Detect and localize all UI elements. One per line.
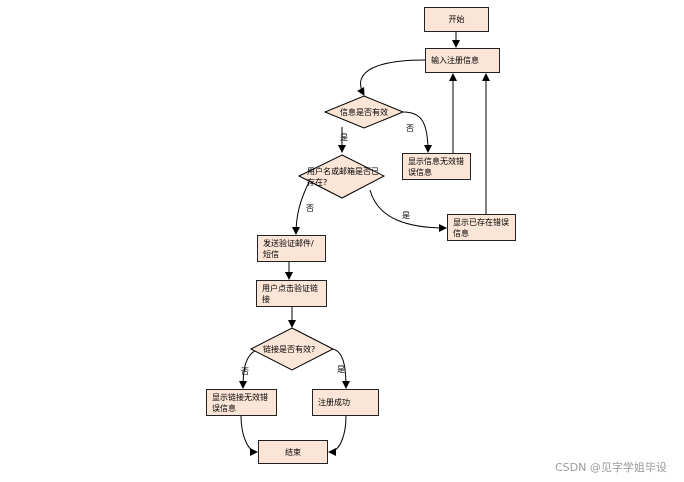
link-yes-label: 是 — [337, 365, 345, 374]
arrow-valid-no — [402, 111, 432, 153]
exists-check-label: 用户名或邮箱是否已存在? — [307, 167, 379, 187]
arrow-exists-yes — [369, 189, 447, 232]
end-node: 结束 — [258, 440, 328, 464]
exists-no-label: 否 — [306, 204, 314, 213]
end-label: 结束 — [285, 447, 301, 457]
arrow-input-to-valid-check — [357, 59, 426, 96]
show-exists-label: 显示已存在错误信息 — [453, 217, 509, 238]
decision-valid-shape — [323, 95, 405, 129]
send-verify-label: 发送验证邮件/短信 — [263, 238, 314, 259]
valid-check-label: 信息是否有效 — [340, 108, 388, 117]
valid-no-label: 否 — [406, 124, 414, 133]
link-no-label: 否 — [241, 367, 249, 376]
show-link-invalid-node: 显示链接无效错误信息 — [206, 389, 277, 416]
show-link-invalid-label: 显示链接无效错误信息 — [212, 392, 268, 413]
arrow-link-yes — [332, 348, 350, 389]
link-check-label: 链接是否有效? — [263, 345, 316, 354]
input-node: 输入注册信息 — [425, 48, 500, 73]
success-node: 注册成功 — [312, 389, 379, 416]
show-invalid-node: 显示信息无效错误信息 — [402, 153, 471, 180]
decision-exists-shape — [297, 154, 386, 199]
send-verify-node: 发送验证邮件/短信 — [257, 235, 326, 262]
show-invalid-label: 显示信息无效错误信息 — [408, 156, 464, 177]
arrow-exists-no — [292, 179, 311, 235]
show-exists-node: 显示已存在错误信息 — [447, 214, 516, 241]
arrow-invalid-to-end — [240, 415, 258, 456]
start-node: 开始 — [424, 7, 489, 32]
watermark: CSDN @见字学姐毕设 — [555, 461, 667, 474]
arrow-success-to-end — [328, 415, 347, 456]
input-label: 输入注册信息 — [431, 56, 479, 65]
click-link-node: 用户点击验证链接 — [256, 280, 327, 307]
click-link-label: 用户点击验证链接 — [262, 283, 318, 304]
success-label: 注册成功 — [318, 398, 350, 407]
exists-yes-label: 是 — [402, 211, 410, 220]
decision-link-shape — [249, 327, 335, 371]
start-label: 开始 — [448, 15, 465, 24]
valid-yes-label: 是 — [340, 133, 348, 142]
